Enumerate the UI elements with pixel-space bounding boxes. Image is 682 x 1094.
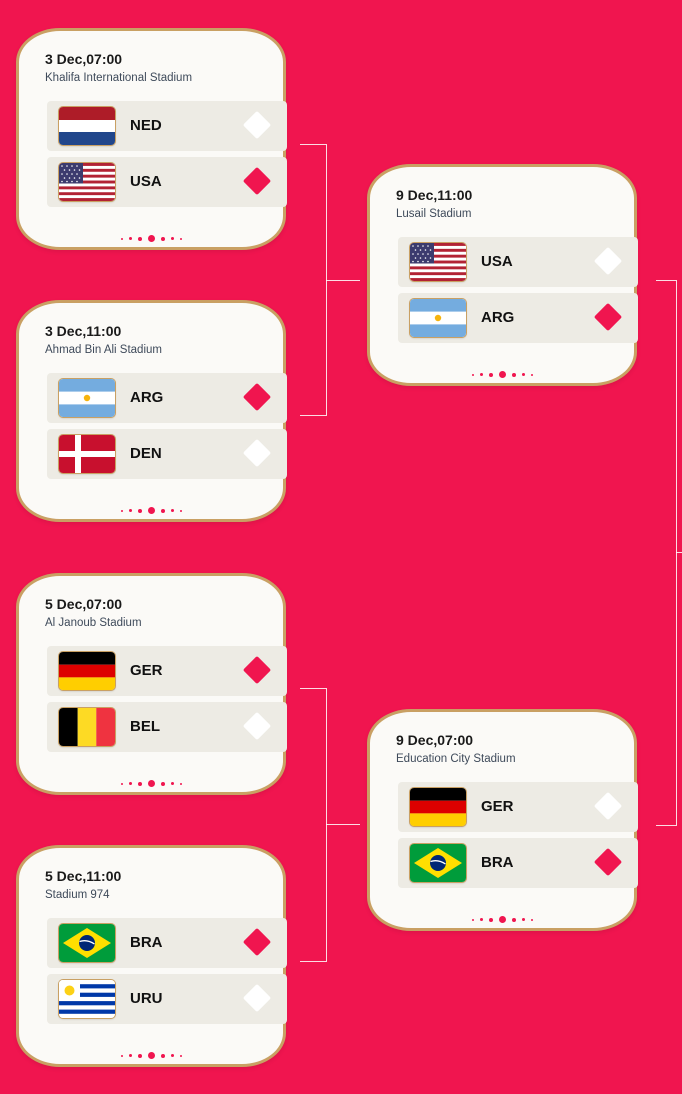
team-row[interactable]: GER — [398, 782, 638, 832]
match-venue: Al Janoub Stadium — [45, 617, 142, 629]
winner-diamond-icon[interactable] — [593, 302, 623, 332]
denmark-flag-icon — [59, 435, 115, 473]
bracket-connector — [300, 688, 327, 962]
match-date: 9 Dec,07:00 — [396, 732, 474, 748]
bracket-connector — [676, 552, 682, 553]
pagination-dots — [19, 507, 283, 514]
pagination-dots — [19, 780, 283, 787]
team-row[interactable]: BEL — [47, 702, 287, 752]
team-code: USA — [481, 253, 513, 270]
bracket-connector — [326, 824, 360, 825]
winner-diamond-icon[interactable] — [242, 655, 272, 685]
winner-diamond-icon[interactable] — [242, 927, 272, 957]
prediction-diamond-icon[interactable] — [593, 246, 623, 276]
team-row[interactable]: NED — [47, 101, 287, 151]
bracket-connector — [656, 280, 677, 826]
germany-flag-icon — [410, 788, 466, 826]
team-row[interactable]: USA — [398, 237, 638, 287]
team-code: ARG — [130, 389, 164, 406]
team-row[interactable]: DEN — [47, 429, 287, 479]
pagination-dots — [19, 1052, 283, 1059]
team-code: GER — [130, 662, 163, 679]
team-code: BRA — [130, 934, 163, 951]
team-code: BRA — [481, 854, 514, 871]
netherlands-flag-icon — [59, 107, 115, 145]
prediction-diamond-icon[interactable] — [242, 438, 272, 468]
match-card[interactable]: 5 Dec,11:00 Stadium 974 BRA URU — [16, 845, 287, 1067]
team-row[interactable]: BRA — [398, 838, 638, 888]
pagination-dots — [370, 371, 634, 378]
bracket-connector — [300, 144, 327, 416]
team-row[interactable]: USA — [47, 157, 287, 207]
pagination-dots — [370, 916, 634, 923]
team-code: USA — [130, 173, 162, 190]
winner-diamond-icon[interactable] — [593, 847, 623, 877]
usa-flag-icon — [59, 163, 115, 201]
team-code: GER — [481, 798, 514, 815]
prediction-diamond-icon[interactable] — [242, 983, 272, 1013]
argentina-flag-icon — [59, 379, 115, 417]
usa-flag-icon — [410, 243, 466, 281]
team-code: DEN — [130, 445, 162, 462]
match-card[interactable]: 9 Dec,07:00 Education City Stadium GER B… — [367, 709, 638, 931]
team-code: NED — [130, 117, 162, 134]
belgium-flag-icon — [59, 708, 115, 746]
match-date: 3 Dec,07:00 — [45, 51, 123, 67]
winner-diamond-icon[interactable] — [242, 382, 272, 412]
uruguay-flag-icon — [59, 980, 115, 1018]
prediction-diamond-icon[interactable] — [593, 791, 623, 821]
match-card[interactable]: 3 Dec,07:00 Khalifa International Stadiu… — [16, 28, 287, 250]
team-row[interactable]: URU — [47, 974, 287, 1024]
match-card[interactable]: 3 Dec,11:00 Ahmad Bin Ali Stadium ARG DE… — [16, 300, 287, 522]
match-date: 5 Dec,07:00 — [45, 596, 123, 612]
brazil-flag-icon — [59, 924, 115, 962]
match-venue: Ahmad Bin Ali Stadium — [45, 344, 162, 356]
germany-flag-icon — [59, 652, 115, 690]
bracket-connector — [326, 280, 360, 281]
match-venue: Khalifa International Stadium — [45, 72, 193, 84]
team-row[interactable]: BRA — [47, 918, 287, 968]
match-venue: Lusail Stadium — [396, 208, 472, 220]
match-date: 5 Dec,11:00 — [45, 868, 122, 884]
match-card[interactable]: 5 Dec,07:00 Al Janoub Stadium GER BEL — [16, 573, 287, 795]
team-row[interactable]: GER — [47, 646, 287, 696]
match-date: 9 Dec,11:00 — [396, 187, 473, 203]
prediction-diamond-icon[interactable] — [242, 110, 272, 140]
match-card[interactable]: 9 Dec,11:00 Lusail Stadium USA ARG — [367, 164, 638, 386]
team-row[interactable]: ARG — [47, 373, 287, 423]
argentina-flag-icon — [410, 299, 466, 337]
pagination-dots — [19, 235, 283, 242]
prediction-diamond-icon[interactable] — [242, 711, 272, 741]
match-venue: Education City Stadium — [396, 753, 516, 765]
match-venue: Stadium 974 — [45, 889, 110, 901]
team-code: ARG — [481, 309, 515, 326]
team-code: BEL — [130, 718, 160, 735]
brazil-flag-icon — [410, 844, 466, 882]
winner-diamond-icon[interactable] — [242, 166, 272, 196]
match-date: 3 Dec,11:00 — [45, 323, 122, 339]
team-row[interactable]: ARG — [398, 293, 638, 343]
team-code: URU — [130, 990, 163, 1007]
